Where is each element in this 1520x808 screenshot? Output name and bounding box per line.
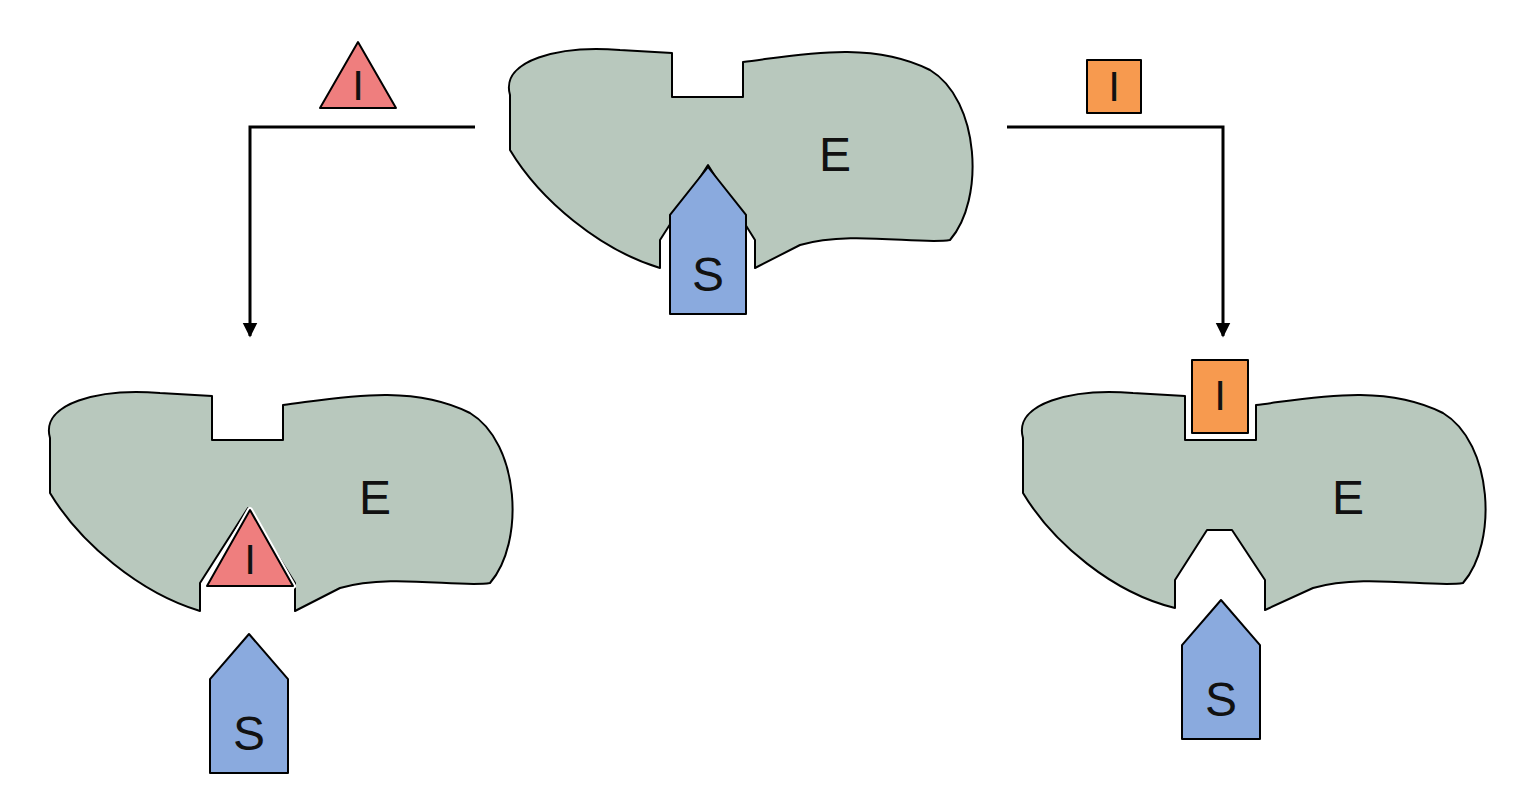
shape-letter: S bbox=[233, 710, 265, 758]
inhibitor-square: I bbox=[1085, 58, 1143, 115]
shape-letter: S bbox=[1205, 676, 1237, 724]
shape-letter: I bbox=[244, 539, 256, 581]
enzyme-shape: EI bbox=[40, 388, 525, 613]
shape-letter: I bbox=[1108, 66, 1120, 108]
shape-letter: S bbox=[692, 251, 724, 299]
enzyme-shape-outline bbox=[1013, 388, 1498, 613]
enzyme-shape: E bbox=[1013, 388, 1498, 613]
inhibitor-triangle: I bbox=[318, 40, 398, 110]
reaction-arrow bbox=[1007, 127, 1223, 336]
shape-letter: E bbox=[359, 474, 391, 522]
substrate-shape: S bbox=[208, 632, 290, 775]
shape-letter: E bbox=[819, 131, 851, 179]
inhibitor-square: I bbox=[1190, 358, 1250, 435]
shape-letter: I bbox=[1214, 375, 1226, 417]
reaction-arrow bbox=[250, 127, 475, 336]
inhibitor-triangle: I bbox=[205, 508, 295, 588]
shape-letter: E bbox=[1332, 474, 1364, 522]
substrate-shape: S bbox=[1180, 598, 1262, 741]
substrate-shape: S bbox=[668, 165, 748, 316]
shape-letter: I bbox=[352, 65, 364, 107]
